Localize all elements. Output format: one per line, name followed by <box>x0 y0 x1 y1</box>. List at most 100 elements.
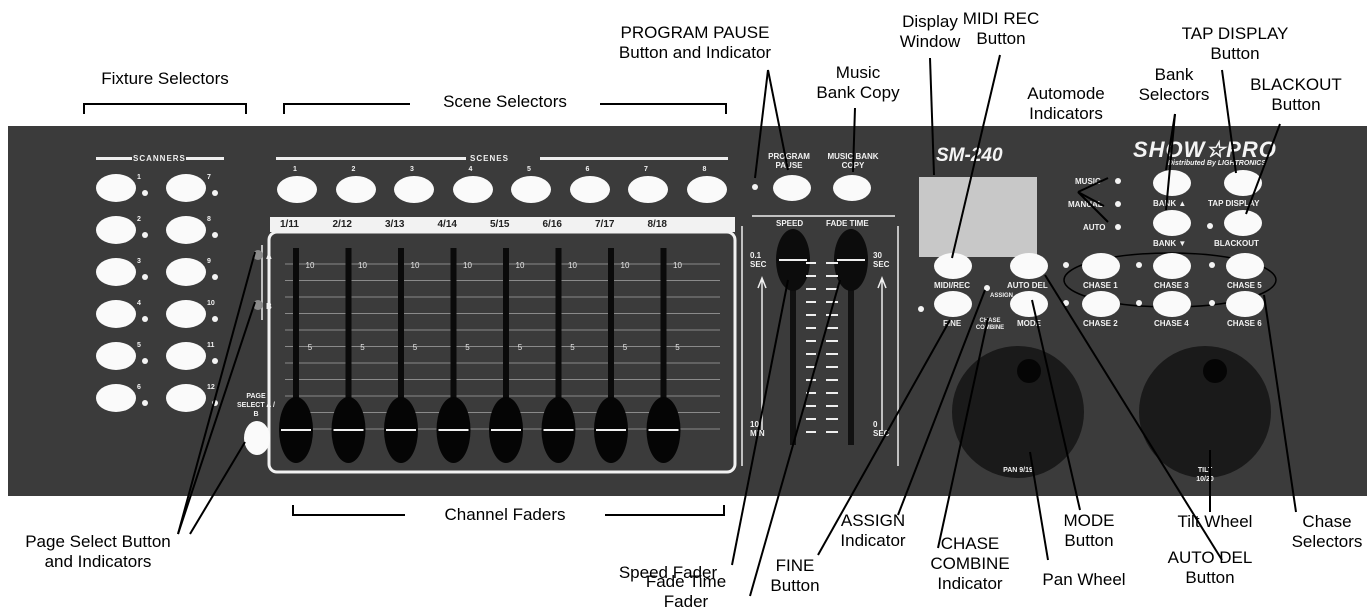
scene-selector-button[interactable] <box>394 176 434 203</box>
page-b-indicator <box>253 300 263 310</box>
fixture-selector-button[interactable] <box>96 216 136 244</box>
fixture-indicator <box>142 274 148 280</box>
fixture-number: 6 <box>137 384 141 391</box>
bank-down-button[interactable] <box>1153 210 1191 236</box>
music-bank-copy-button[interactable] <box>833 175 871 201</box>
chase-indicator <box>1209 262 1215 268</box>
blackout-label: BLACKOUT <box>1214 239 1259 248</box>
auto-indicator <box>1115 224 1121 230</box>
fade-tick <box>826 262 838 264</box>
fader-channel-label: 5/15 <box>490 219 510 230</box>
scene-number: 5 <box>527 166 531 173</box>
callout-blackout: BLACKOUT Button <box>1250 75 1342 114</box>
callout-bank-selectors: Bank Selectors <box>1138 65 1210 104</box>
fixture-selector-button[interactable] <box>96 258 136 286</box>
fader-slot <box>450 248 457 458</box>
speed-top-label: 0.1 SEC <box>750 251 767 269</box>
chase-label: CHASE 5 <box>1227 281 1262 290</box>
page-b-label: B <box>266 302 272 311</box>
brand-subtitle: Distributed By LIGHTRONICS <box>1168 160 1267 167</box>
scene-number: 4 <box>468 166 473 173</box>
fader-slot <box>345 248 352 458</box>
scene-number: 3 <box>410 166 414 173</box>
fixture-number: 7 <box>207 174 211 181</box>
fixture-selector-button[interactable] <box>166 174 206 202</box>
fixture-indicator <box>142 190 148 196</box>
fader-slot <box>608 248 614 458</box>
fader-slot <box>555 248 562 458</box>
auto-label: AUTO <box>1083 223 1106 232</box>
fader-channel-label: 1/11 <box>280 219 299 230</box>
callout-scene-selectors: Scene Selectors <box>410 92 600 112</box>
callout-assign-indicator: ASSIGN Indicator <box>840 511 906 550</box>
callout-chase-selectors: Chase Selectors <box>1291 512 1363 551</box>
program-pause-button[interactable] <box>773 175 811 201</box>
scene-selector-button[interactable] <box>628 176 668 203</box>
fixture-indicator <box>142 316 148 322</box>
callout-display-window: Display Window <box>899 12 961 51</box>
fader-scale-number: 10 <box>568 261 577 270</box>
chase-combine-label: CHASE COMBINE <box>975 318 1005 331</box>
fixture-selector-button[interactable] <box>96 384 136 412</box>
scene-selector-button[interactable] <box>277 176 317 203</box>
scene-selector-button[interactable] <box>452 176 493 203</box>
fader-scale-number: 10 <box>306 261 315 270</box>
callout-fade-time-fader: Fade Time Fader <box>645 572 727 611</box>
pan-label: PAN 9/19 <box>1003 467 1033 474</box>
fixture-number: 3 <box>137 258 141 265</box>
callout-fine-button: FINE Button <box>770 556 820 595</box>
tap-display-label: TAP DISPLAY <box>1208 199 1260 208</box>
fader-slot <box>398 248 404 458</box>
callout-auto-del: AUTO DEL Button <box>1167 548 1253 587</box>
scene-selector-button[interactable] <box>335 176 376 203</box>
callout-midi-rec: MIDI REC Button <box>962 9 1040 48</box>
chase-indicator <box>1063 262 1069 268</box>
callout-pan-wheel: Pan Wheel <box>1042 570 1126 589</box>
fader-channel-label: 8/18 <box>647 219 667 230</box>
fader-slot <box>660 248 667 458</box>
chase-selector-button[interactable] <box>1226 253 1264 279</box>
fader-channel-label: 3/13 <box>385 219 405 230</box>
chase-label: CHASE 6 <box>1227 319 1262 328</box>
fader-scale-number: 5 <box>413 343 418 352</box>
fader-channel-label: 4/14 <box>437 219 457 230</box>
chase-indicator <box>1136 262 1142 268</box>
callout-mode-button: MODE Button <box>1063 511 1115 550</box>
scanners-header: SCANNERS <box>133 154 186 163</box>
fixture-indicator <box>142 232 148 238</box>
fixture-selector-button[interactable] <box>96 174 136 202</box>
scene-number: 2 <box>351 166 356 173</box>
fixture-selector-button[interactable] <box>166 216 206 244</box>
fixture-number: 5 <box>137 342 141 349</box>
assign-label: ASSIGN <box>990 293 1014 299</box>
callout-automode-indicators: Automode Indicators <box>1027 84 1105 123</box>
fader-slot <box>503 248 509 458</box>
fader-knob-mark <box>648 429 679 431</box>
fader-knob-mark <box>596 429 626 431</box>
chase-selector-button[interactable] <box>1226 291 1264 317</box>
fixture-selector-button[interactable] <box>96 300 136 328</box>
program-pause-label: PROGRAM PAUSE <box>768 152 810 170</box>
fixture-number: 4 <box>137 300 141 307</box>
scene-selector-button[interactable] <box>511 176 551 203</box>
auto-del-button[interactable] <box>1010 253 1048 279</box>
fader-scale-number: 5 <box>465 343 470 352</box>
callout-program-pause: PROGRAM PAUSE Button and Indicator <box>618 23 772 62</box>
fixture-indicator <box>142 358 148 364</box>
callout-fixture-selectors: Fixture Selectors <box>101 69 229 88</box>
fader-knob-mark <box>491 429 521 431</box>
callout-tap-display: TAP DISPLAY Button <box>1181 24 1289 63</box>
fader-scale-number: 10 <box>411 261 420 270</box>
scene-selector-button[interactable] <box>569 176 610 203</box>
scene-selector-button[interactable] <box>686 176 727 203</box>
fixture-indicator <box>212 232 218 238</box>
fixture-indicator <box>142 400 148 406</box>
callout-speed-fader: Speed Fader <box>618 563 718 582</box>
fader-knob-mark <box>386 429 416 431</box>
mode-label: MODE <box>1017 319 1041 328</box>
fader-scale-number: 5 <box>518 343 523 352</box>
fader-scale-number: 10 <box>621 261 630 270</box>
fixture-selector-button[interactable] <box>96 342 136 370</box>
manual-indicator <box>1115 201 1121 207</box>
